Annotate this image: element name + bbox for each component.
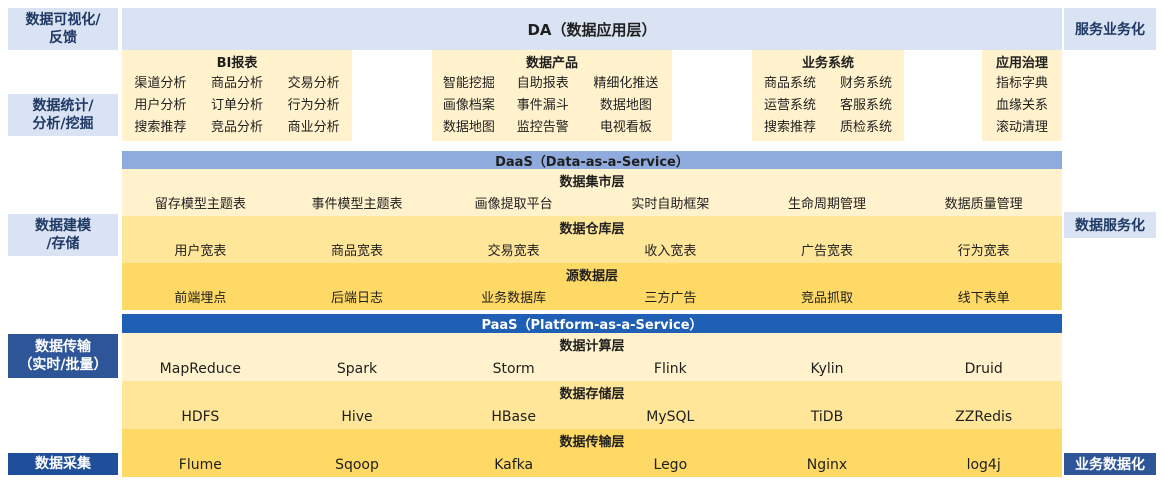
group-title-bi-reports: BI报表: [216, 56, 258, 71]
governance-item: 滚动清理: [995, 120, 1048, 135]
group-title-data-products: 数据产品: [525, 56, 578, 71]
layer-item: 竞品抓取: [800, 291, 853, 306]
group-business-systems: 业务系统 商品系统 财务系统 运营系统 客服系统 搜索推荐 质检系统: [752, 50, 904, 141]
layer-item: 业务数据库: [481, 291, 547, 306]
layer-item: 商品宽表: [330, 244, 383, 259]
layer-item: 留存模型主题表: [154, 197, 246, 212]
bi-item: 交易分析: [287, 76, 340, 91]
group-bi-reports: BI报表 渠道分析 商品分析 交易分析 用户分析 订单分析 行为分析 搜索推荐 …: [122, 50, 352, 141]
layer-item: Nginx: [806, 457, 848, 473]
layer-data-warehouse: 数据仓库层 用户宽表 商品宽表 交易宽表 收入宽表 广告宽表 行为宽表: [122, 216, 1062, 263]
layer-item: 行为宽表: [957, 244, 1010, 259]
product-item: 智能挖掘: [442, 76, 495, 91]
layer-transport: 数据传输层 Flume Sqoop Kafka Lego Nginx log4j: [122, 429, 1062, 477]
layer-item: 数据质量管理: [944, 197, 1023, 212]
product-item: 电视看板: [599, 120, 652, 135]
layer-item: Hive: [341, 409, 373, 425]
product-item: 精细化推送: [593, 76, 659, 91]
layer-item: 收入宽表: [644, 244, 697, 259]
group-app-governance: 应用治理 指标字典 血缘关系 滚动清理: [982, 50, 1062, 141]
bi-item: 用户分析: [134, 98, 187, 113]
product-item: 监控告警: [516, 120, 569, 135]
bi-item: 订单分析: [210, 98, 263, 113]
layer-title: 数据传输层: [559, 435, 625, 450]
layer-item: Druid: [964, 361, 1003, 377]
layer-source-data: 源数据层 前端埋点 后端日志 业务数据库 三方广告 竞品抓取 线下表单: [122, 263, 1062, 310]
product-item: 事件漏斗: [516, 98, 569, 113]
system-item: 财务系统: [839, 76, 892, 91]
product-item: 画像档案: [442, 98, 495, 113]
system-item: 搜索推荐: [763, 120, 816, 135]
system-item: 质检系统: [839, 120, 892, 135]
layer-item: Flink: [653, 361, 687, 377]
layer-item: 交易宽表: [487, 244, 540, 259]
label-modeling-storage: 数据建模 /存储: [8, 214, 118, 256]
label-data-transport: 数据传输 （实时/批量）: [8, 334, 118, 378]
layer-item: MySQL: [646, 409, 695, 425]
layer-item: 事件模型主题表: [311, 197, 403, 212]
product-item: 数据地图: [599, 98, 652, 113]
layer-item: TiDB: [810, 409, 844, 425]
label-visualization-feedback: 数据可视化/ 反馈: [8, 8, 118, 50]
product-item: 数据地图: [442, 120, 495, 135]
layer-item: 线下表单: [957, 291, 1010, 306]
layer-title: 数据存储层: [559, 387, 625, 402]
layer-item: HDFS: [181, 409, 220, 425]
layer-item: 实时自助框架: [631, 197, 710, 212]
da-header: DA（数据应用层）: [122, 8, 1062, 50]
group-data-products: 数据产品 智能挖掘 自助报表 精细化推送 画像档案 事件漏斗 数据地图 数据地图…: [432, 50, 672, 141]
governance-item: 血缘关系: [995, 98, 1048, 113]
bi-item: 竞品分析: [210, 120, 263, 135]
layer-item: Lego: [653, 457, 688, 473]
layer-title: 数据仓库层: [559, 222, 625, 237]
bi-item: 渠道分析: [134, 76, 187, 91]
label-business-datafication: 业务数据化: [1064, 453, 1156, 475]
daas-title: DaaS（Data-as-a-Service）: [122, 151, 1062, 170]
layer-item: 生命周期管理: [787, 197, 866, 212]
group-title-business-systems: 业务系统: [801, 56, 854, 71]
layer-item: log4j: [966, 457, 1001, 473]
layer-item: Kafka: [494, 457, 534, 473]
bi-item: 商品分析: [210, 76, 263, 91]
layer-storage: 数据存储层 HDFS Hive HBase MySQL TiDB ZZRedis: [122, 381, 1062, 429]
system-item: 客服系统: [839, 98, 892, 113]
system-item: 运营系统: [763, 98, 816, 113]
layer-item: Storm: [492, 361, 535, 377]
layer-compute: 数据计算层 MapReduce Spark Storm Flink Kylin …: [122, 333, 1062, 381]
layer-item: MapReduce: [159, 361, 241, 377]
layer-item: HBase: [491, 409, 536, 425]
label-data-servitization: 数据服务化: [1064, 212, 1156, 238]
layer-item: 画像提取平台: [474, 197, 553, 212]
layer-item: Sqoop: [335, 457, 379, 473]
layer-item: Flume: [178, 457, 222, 473]
layer-item: 后端日志: [330, 291, 383, 306]
layer-item: 广告宽表: [800, 244, 853, 259]
layer-item: Kylin: [810, 361, 844, 377]
bi-item: 行为分析: [287, 98, 340, 113]
bi-item: 搜索推荐: [134, 120, 187, 135]
layer-title: 数据集市层: [559, 175, 625, 190]
label-statistics-analysis-mining: 数据统计/ 分析/挖掘: [8, 94, 118, 136]
layer-item: 三方广告: [644, 291, 697, 306]
layer-data-mart: 数据集市层 留存模型主题表 事件模型主题表 画像提取平台 实时自助框架 生命周期…: [122, 169, 1062, 216]
paas-title: PaaS（Platform-as-a-Service）: [122, 314, 1062, 333]
layer-item: Spark: [336, 361, 378, 377]
layer-title: 数据计算层: [559, 339, 625, 354]
label-data-collection: 数据采集: [8, 453, 118, 475]
group-title-app-governance: 应用治理: [995, 56, 1048, 71]
layer-item: 用户宽表: [174, 244, 227, 259]
product-item: 自助报表: [516, 76, 569, 91]
layer-item: 前端埋点: [174, 291, 227, 306]
layer-title: 源数据层: [565, 269, 618, 284]
system-item: 商品系统: [763, 76, 816, 91]
label-service-businessization: 服务业务化: [1064, 8, 1156, 50]
bi-item: 商业分析: [287, 120, 340, 135]
governance-item: 指标字典: [995, 76, 1048, 91]
layer-item: ZZRedis: [955, 409, 1013, 425]
